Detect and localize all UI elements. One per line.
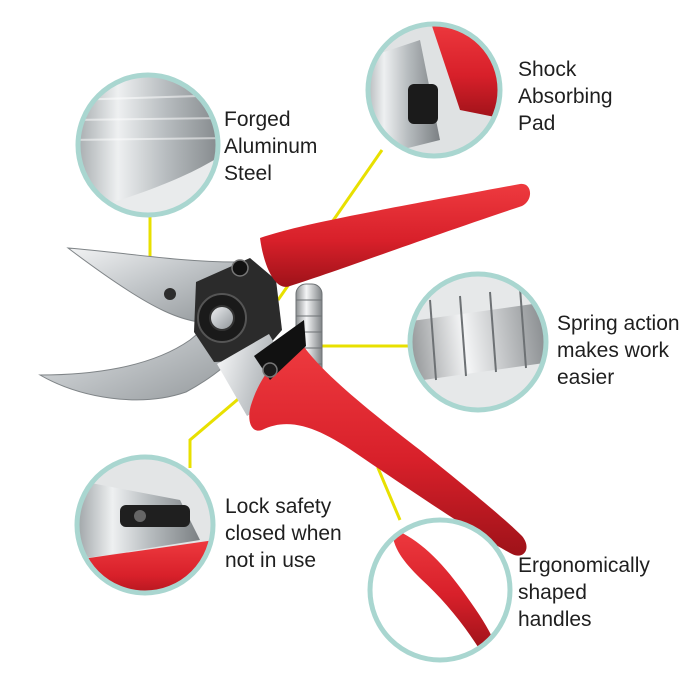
callout-line: not in use — [225, 549, 317, 572]
callout-line: Shock — [518, 58, 577, 81]
lower-handle — [249, 344, 527, 556]
callout-line: Spring action — [557, 312, 680, 335]
callout-line: shaped — [518, 581, 587, 604]
leader-lines — [148, 149, 410, 521]
spring-detail-magnifier — [407, 271, 549, 413]
callout-line: makes work — [557, 339, 670, 362]
callout-line: Lock safety — [225, 495, 332, 518]
callout-line: easier — [557, 366, 615, 389]
callout-line: Ergonomically — [518, 554, 650, 577]
callout-shock-absorbing-pad: Shock Absorbing Pad — [518, 56, 613, 137]
callout-lock-safety: Lock safety closed when not in use — [225, 493, 342, 574]
callout-line: handles — [518, 608, 592, 631]
callout-forged-aluminum-steel: Forged Aluminum Steel — [224, 106, 317, 187]
callout-line: closed when — [225, 522, 342, 545]
callout-line: Absorbing — [518, 85, 613, 108]
callout-line: Aluminum — [224, 135, 318, 158]
callout-spring-action: Spring action makes work easier — [557, 310, 680, 391]
callout-line: Steel — [224, 162, 272, 185]
upper-handle — [260, 183, 531, 287]
blade-detail-magnifier — [75, 72, 221, 218]
lock-detail-magnifier — [74, 454, 216, 596]
shock-pad-detail-magnifier — [365, 21, 503, 159]
callout-line: Forged — [224, 108, 291, 131]
callout-line: Pad — [518, 112, 556, 135]
handle-detail-magnifier — [367, 517, 513, 663]
callout-ergonomic-handles: Ergonomically shaped handles — [518, 552, 650, 633]
